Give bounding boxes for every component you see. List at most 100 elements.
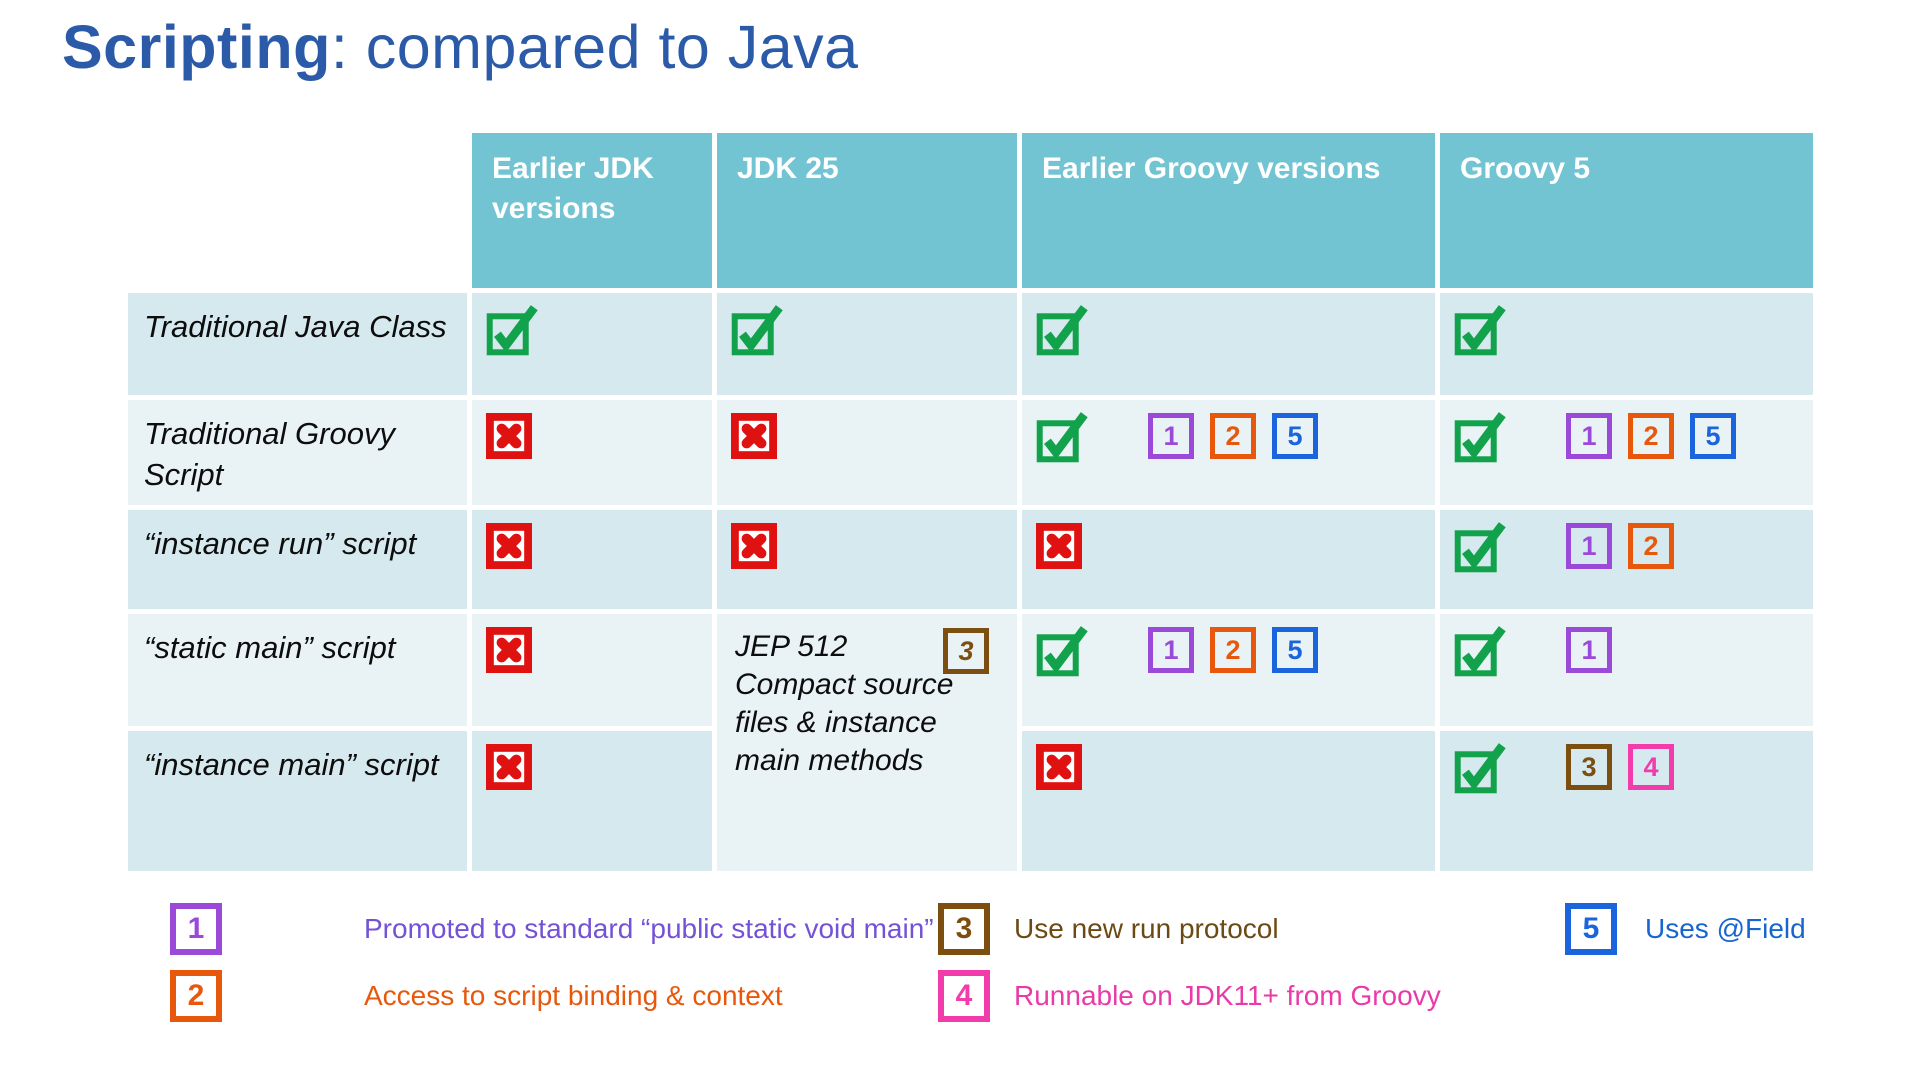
column-header: JDK 25 <box>717 133 1017 288</box>
check-icon <box>486 305 538 356</box>
column-header: Earlier Groovy versions <box>1022 133 1435 288</box>
table-cell <box>1022 293 1435 395</box>
table-cell <box>1440 293 1813 395</box>
badge-2: 2 <box>1628 523 1674 569</box>
badge-1: 1 <box>1566 523 1612 569</box>
check-icon <box>1036 412 1088 463</box>
badge-5: 5 <box>1272 413 1318 459</box>
check-icon <box>1454 522 1506 573</box>
table-cell <box>472 510 712 609</box>
badge-5: 5 <box>1690 413 1736 459</box>
badge-1: 1 <box>1148 627 1194 673</box>
legend-text: Access to script binding & context <box>364 980 783 1011</box>
legend-text: Promoted to standard “public static void… <box>364 913 934 944</box>
table-cell <box>1022 510 1435 609</box>
cell-icons <box>486 305 582 356</box>
check-icon <box>1454 305 1506 356</box>
column-header: Earlier JDK versions <box>472 133 712 288</box>
badge-1: 1 <box>1148 413 1194 459</box>
cell-icons <box>1035 522 1083 570</box>
legend-badge-4: 4 <box>938 970 990 1022</box>
legend-column: 3 Use new run protocol 4 Runnable on JDK11+… <box>938 903 1441 1037</box>
legend-item: 2 Access to script binding & context <box>170 970 934 1022</box>
legend-item: 4 Runnable on JDK11+ from Groovy <box>938 970 1441 1022</box>
table-cell <box>472 293 712 395</box>
cell-icons <box>485 743 533 791</box>
cross-icon <box>485 626 533 674</box>
table-cell <box>717 510 1017 609</box>
row-label: Traditional Groovy Script <box>128 400 467 505</box>
table-cell <box>472 614 712 726</box>
legend-item: 3 Use new run protocol <box>938 903 1441 955</box>
check-icon <box>1454 412 1506 463</box>
cell-icons <box>485 522 533 570</box>
legend-item: 1 Promoted to standard “public static voi… <box>170 903 934 955</box>
cell-icons <box>730 522 778 570</box>
jep-note-text: JEP 512 Compact source files & instance … <box>735 630 954 777</box>
legend-badge-3: 3 <box>938 903 990 955</box>
badge-2: 2 <box>1210 627 1256 673</box>
cell-icons <box>1035 743 1083 791</box>
table-cell <box>1022 731 1435 871</box>
check-icon <box>1454 743 1506 794</box>
cell-icons <box>730 412 778 460</box>
check-icon <box>1454 626 1506 677</box>
cell-icons <box>485 626 533 674</box>
table-cell <box>472 731 712 871</box>
row-label: “instance main” script <box>128 731 467 871</box>
legend-text: Use new run protocol <box>1014 913 1279 944</box>
check-icon <box>731 305 783 356</box>
column-header: Groovy 5 <box>1440 133 1813 288</box>
cross-icon <box>485 412 533 460</box>
cross-icon <box>730 412 778 460</box>
badge-3: 3 <box>943 628 989 674</box>
title-keyword: Scripting <box>62 13 331 81</box>
legend-badge-1: 1 <box>170 903 222 955</box>
row-label: “instance run” script <box>128 510 467 609</box>
title-subtitle: : compared to Java <box>330 13 859 81</box>
cross-icon <box>485 522 533 570</box>
badge-2: 2 <box>1210 413 1256 459</box>
cell-icons <box>731 305 827 356</box>
legend-badge-5: 5 <box>1565 903 1617 955</box>
cell-icons: 1 <box>1454 626 1612 677</box>
row-label: Traditional Java Class <box>128 293 467 395</box>
check-icon <box>1036 626 1088 677</box>
cross-icon <box>730 522 778 570</box>
badge-2: 2 <box>1628 413 1674 459</box>
cell-icons <box>1454 305 1550 356</box>
table-corner <box>128 133 467 288</box>
table-cell <box>717 400 1017 505</box>
table-cell <box>472 400 712 505</box>
cell-icons <box>485 412 533 460</box>
cross-icon <box>1035 522 1083 570</box>
legend-text: Runnable on JDK11+ from Groovy <box>1014 980 1441 1011</box>
badge-1: 1 <box>1566 413 1612 459</box>
cross-icon <box>485 743 533 791</box>
jep-note-cell: JEP 512 Compact source files & instance … <box>717 614 1017 871</box>
legend-badge-2: 2 <box>170 970 222 1022</box>
cell-icons <box>1036 305 1132 356</box>
badge-4: 4 <box>1628 744 1674 790</box>
badge-1: 1 <box>1566 627 1612 673</box>
page-title: Scripting: compared to Java <box>62 12 859 82</box>
badge-5: 5 <box>1272 627 1318 673</box>
badge-3: 3 <box>1566 744 1612 790</box>
table-cell: 1 <box>1440 614 1813 726</box>
table-cell <box>717 293 1017 395</box>
row-label: “static main” script <box>128 614 467 726</box>
check-icon <box>1036 305 1088 356</box>
